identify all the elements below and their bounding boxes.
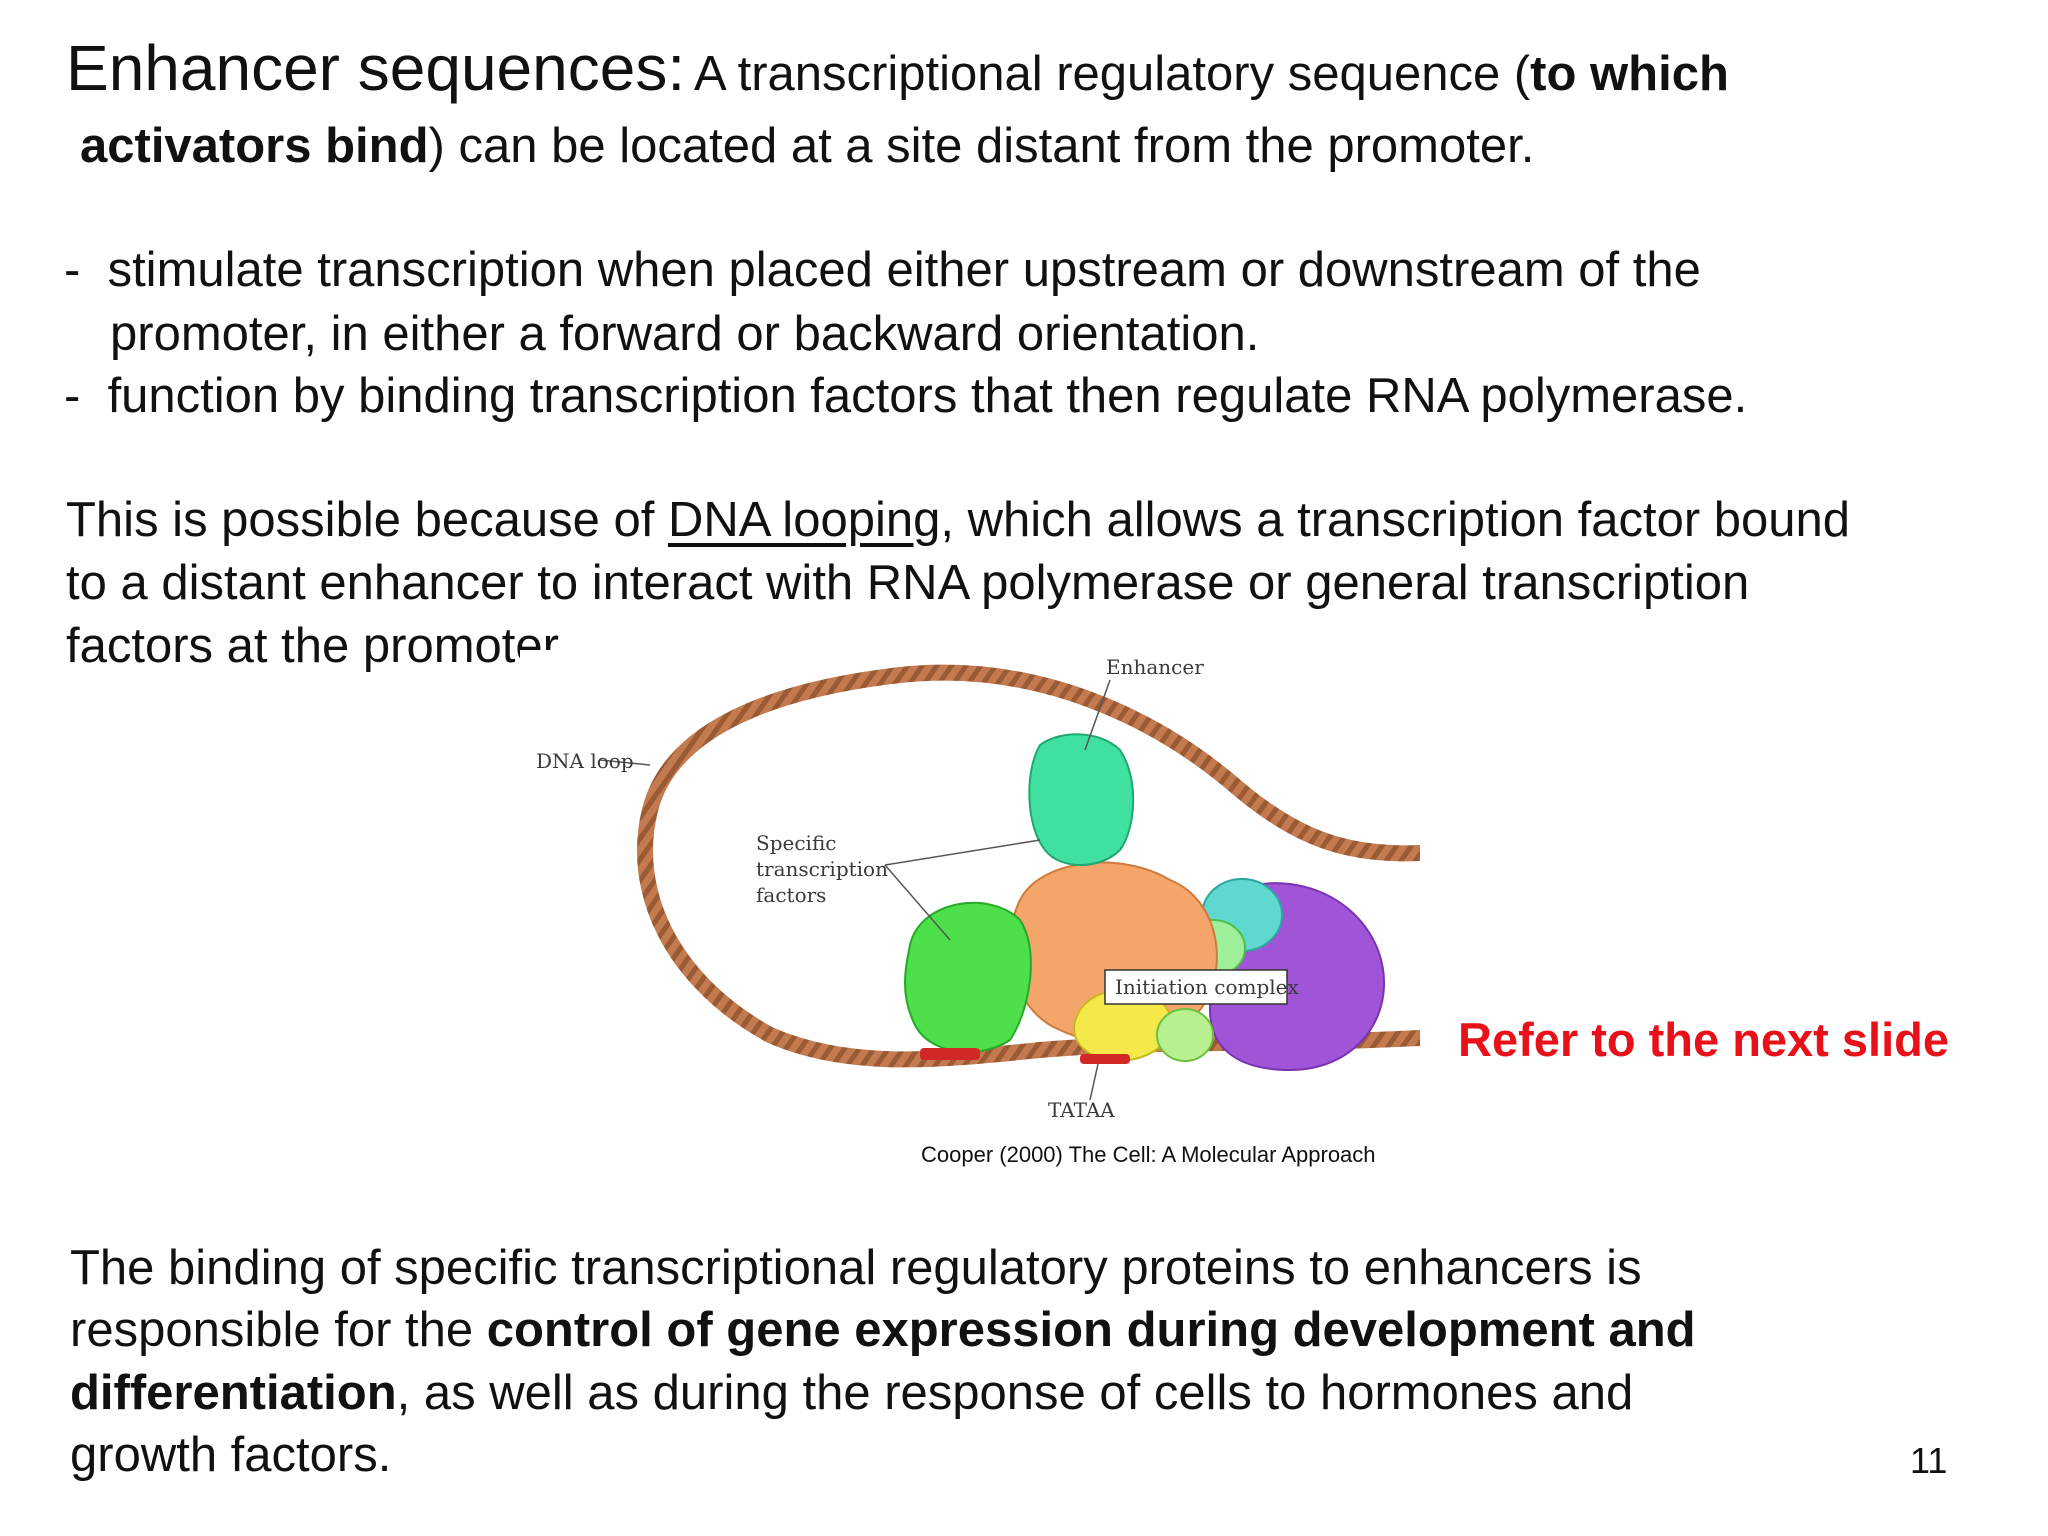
bullet-2-marker: - xyxy=(64,369,81,423)
title-definition-bold-a: to which xyxy=(1530,47,1729,101)
specific-tf-label-1: Specific xyxy=(756,831,836,855)
conclusion-line-3-rest: , as well as during the response of cell… xyxy=(396,1366,1634,1420)
conclusion-line-2-start: responsible for the xyxy=(70,1303,487,1357)
looping-line-1-rest: , which allows a transcription factor bo… xyxy=(940,493,1851,547)
initiation-complex-box xyxy=(1104,969,1288,1005)
title-definition-end: ) can be located at a site distant from … xyxy=(428,119,1535,173)
conclusion-line-3: differentiation, as well as during the r… xyxy=(70,1369,1633,1418)
specific-tf-label-3: factors xyxy=(756,883,826,907)
binding-site-lower xyxy=(920,1048,980,1060)
title-definition-bold-b: activators bind xyxy=(80,119,429,173)
looping-line-3: factors at the promoter. xyxy=(66,619,570,673)
refer-next-slide: Refer to the next slide xyxy=(1458,1013,1949,1066)
conclusion-line-4: growth factors. xyxy=(70,1428,392,1482)
specific-tf-leader-1 xyxy=(884,839,1041,866)
bullet-1-marker: - xyxy=(64,243,81,297)
specific-tf-leader-2 xyxy=(884,864,951,941)
bullet-1-line-1: - stimulate transcription when placed ei… xyxy=(64,246,1701,295)
title-line-2: activators bind) can be located at a sit… xyxy=(80,118,1534,174)
bullet-1-text-1: stimulate transcription when placed eith… xyxy=(107,243,1701,297)
figure-caption: Cooper (2000) The Cell: A Molecular Appr… xyxy=(921,1142,1376,1167)
looping-line-1: This is possible because of DNA looping,… xyxy=(66,496,1850,545)
conclusion-line-2: responsible for the control of gene expr… xyxy=(70,1306,1696,1355)
conclusion-line-1: The binding of specific transcriptional … xyxy=(70,1241,1642,1295)
tataa-leader xyxy=(1089,1063,1099,1101)
title-definition-start: A transcriptional regulatory sequence ( xyxy=(693,47,1531,101)
green-gtf xyxy=(1156,1008,1214,1062)
specific-factor-lower xyxy=(904,901,1032,1053)
tataa-label: TATAA xyxy=(1048,1098,1115,1120)
enhancer-leader xyxy=(1084,679,1111,751)
bullet-2: - function by binding transcription fact… xyxy=(64,372,1747,421)
conclusion-line-3-bold: differentiation xyxy=(70,1366,397,1420)
dna-looping-term: DNA looping xyxy=(667,493,941,547)
bullet-1-line-2: promoter, in either a forward or backwar… xyxy=(110,307,1260,361)
specific-tf-label-2: transcription xyxy=(756,857,888,881)
tataa-site xyxy=(1080,1054,1130,1064)
title-main: Enhancer sequences: xyxy=(66,32,686,104)
enhancer-label: Enhancer xyxy=(1106,655,1204,679)
conclusion-line-2-bold: control of gene expression during develo… xyxy=(486,1303,1696,1357)
specific-factor-enhancer xyxy=(1028,733,1135,866)
dna-loop-leader xyxy=(599,759,651,766)
dna-looping-diagram: Enhancer DNA loop Specific transcription… xyxy=(520,650,1420,1120)
dna-loop-strand xyxy=(637,664,1420,1068)
slide-title: Enhancer sequences: A transcriptional re… xyxy=(66,36,1966,100)
initiation-complex-label: Initiation complex xyxy=(1115,975,1299,999)
page-number: 11 xyxy=(1910,1440,1948,1481)
looping-line-2: to a distant enhancer to interact with R… xyxy=(66,556,1750,610)
looping-lead: This is possible because of xyxy=(66,493,668,547)
dna-loop-label: DNA loop xyxy=(536,749,634,773)
bullet-2-text: function by binding transcription factor… xyxy=(107,369,1748,423)
